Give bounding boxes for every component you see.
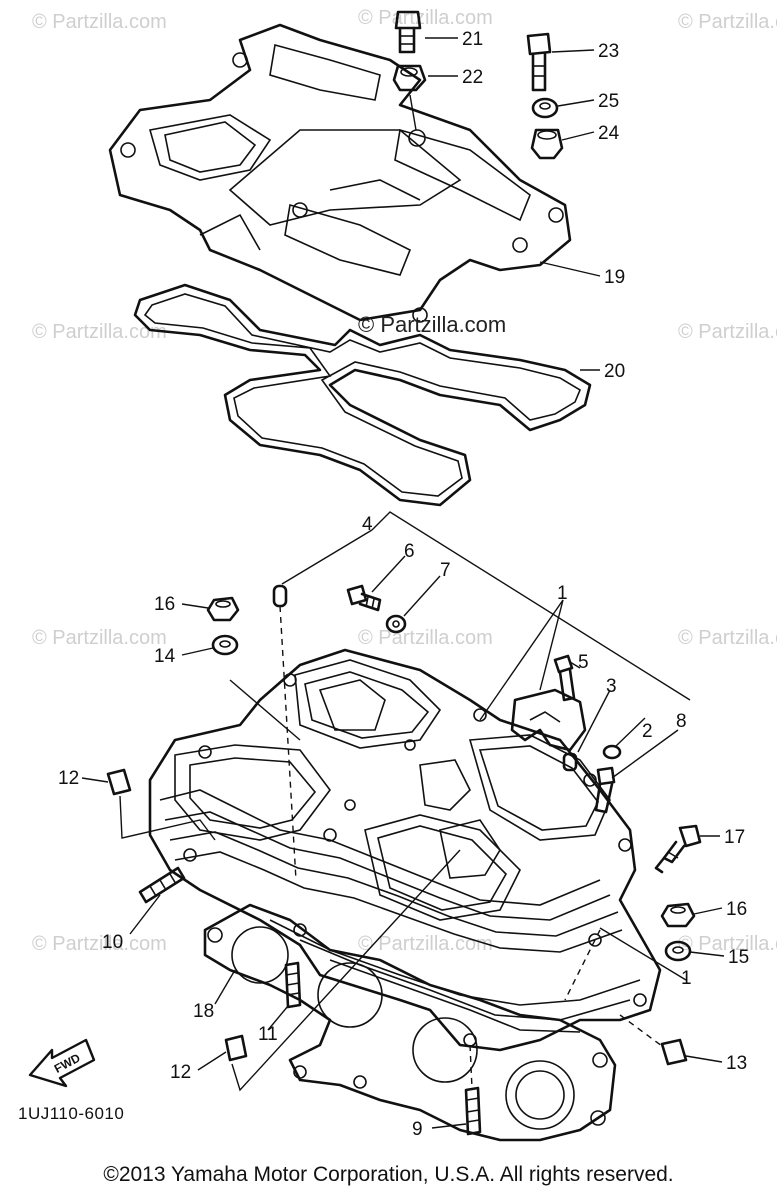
plug-13 <box>660 1038 688 1066</box>
cylinder-head-gasket <box>203 903 617 1142</box>
callout-3: 3 <box>606 676 617 697</box>
center-watermark: © Partzilla.com <box>358 312 506 337</box>
cap-5-bolt <box>553 654 576 702</box>
leader-lines <box>81 37 725 1129</box>
washer-15 <box>664 940 692 962</box>
callout-16: 16 <box>726 899 747 920</box>
bolt-21 <box>394 10 422 54</box>
callout-8: 8 <box>676 711 687 732</box>
callout-14: 14 <box>154 646 176 667</box>
callout-1: 1 <box>681 968 692 989</box>
callout-19: 19 <box>604 267 625 288</box>
copyright-notice: ©2013 Yamaha Motor Corporation, U.S.A. A… <box>103 1163 674 1186</box>
callout-18: 18 <box>193 1001 214 1022</box>
callout-1: 1 <box>557 583 568 604</box>
callout-11: 11 <box>258 1024 278 1045</box>
grommet-22 <box>392 64 427 92</box>
watermark: © Partzilla.com <box>358 933 493 955</box>
callout-12: 12 <box>170 1062 191 1083</box>
watermark: © Partzilla.com <box>32 933 167 955</box>
forward-arrow-icon: FWD <box>28 1038 96 1088</box>
stud-9 <box>464 1086 482 1136</box>
callout-23: 23 <box>598 41 619 62</box>
callout-24: 24 <box>598 123 620 144</box>
watermark: © Partzilla.com <box>678 627 777 649</box>
watermark: © Partzilla.com <box>32 321 167 343</box>
stud-11 <box>284 961 302 1009</box>
watermark: © Partzilla.com <box>678 321 777 343</box>
o-ring-2 <box>602 744 622 760</box>
callout-13: 13 <box>726 1053 747 1074</box>
bolt-23 <box>526 32 552 92</box>
nut-16-right <box>660 902 696 928</box>
cylinder-head <box>148 648 662 1052</box>
callout-6: 6 <box>404 541 415 562</box>
callout-7: 7 <box>440 560 451 581</box>
callout-22: 22 <box>462 67 483 88</box>
watermark-layer: © Partzilla.com © Partzilla.com © Partzi… <box>32 7 777 955</box>
callout-10: 10 <box>102 932 123 953</box>
watermark: © Partzilla.com <box>678 933 777 955</box>
grommet-24 <box>530 128 564 160</box>
watermark: © Partzilla.com <box>358 627 493 649</box>
nut-16-top <box>206 596 240 622</box>
callout-20: 20 <box>604 361 625 382</box>
washer-25 <box>531 97 559 119</box>
callout-2: 2 <box>642 721 653 742</box>
callout-labels: 21 22 23 25 24 19 20 4 6 7 1 16 14 5 3 2… <box>58 29 749 1140</box>
callout-16: 16 <box>154 594 175 615</box>
callout-4: 4 <box>362 514 373 535</box>
cylinder-head-cover <box>108 23 572 323</box>
callout-5: 5 <box>578 652 589 673</box>
callout-12: 12 <box>58 768 79 789</box>
washer-14 <box>211 634 239 656</box>
watermark: © Partzilla.com <box>358 7 493 29</box>
pin-3 <box>562 752 578 772</box>
callout-9: 9 <box>412 1119 423 1140</box>
head-cover-gasket <box>133 283 592 507</box>
stud-8 <box>594 766 616 814</box>
watermark: © Partzilla.com <box>32 627 167 649</box>
callout-17: 17 <box>724 827 745 848</box>
callout-15: 15 <box>728 947 749 968</box>
callout-21: 21 <box>462 29 483 50</box>
plug-12-left <box>106 768 132 796</box>
stud-10 <box>138 866 186 904</box>
washer-7 <box>385 614 407 634</box>
diagram-code: 1UJ110-6010 <box>18 1104 125 1123</box>
watermark: © Partzilla.com <box>678 11 777 33</box>
spark-plug-17 <box>654 824 702 874</box>
plug-12-bottom <box>224 1034 248 1062</box>
bolt-6 <box>346 584 382 612</box>
watermark: © Partzilla.com <box>32 11 167 33</box>
callout-25: 25 <box>598 91 619 112</box>
dowel-pin-4 <box>272 584 288 608</box>
cam-cap-1 <box>510 688 587 752</box>
